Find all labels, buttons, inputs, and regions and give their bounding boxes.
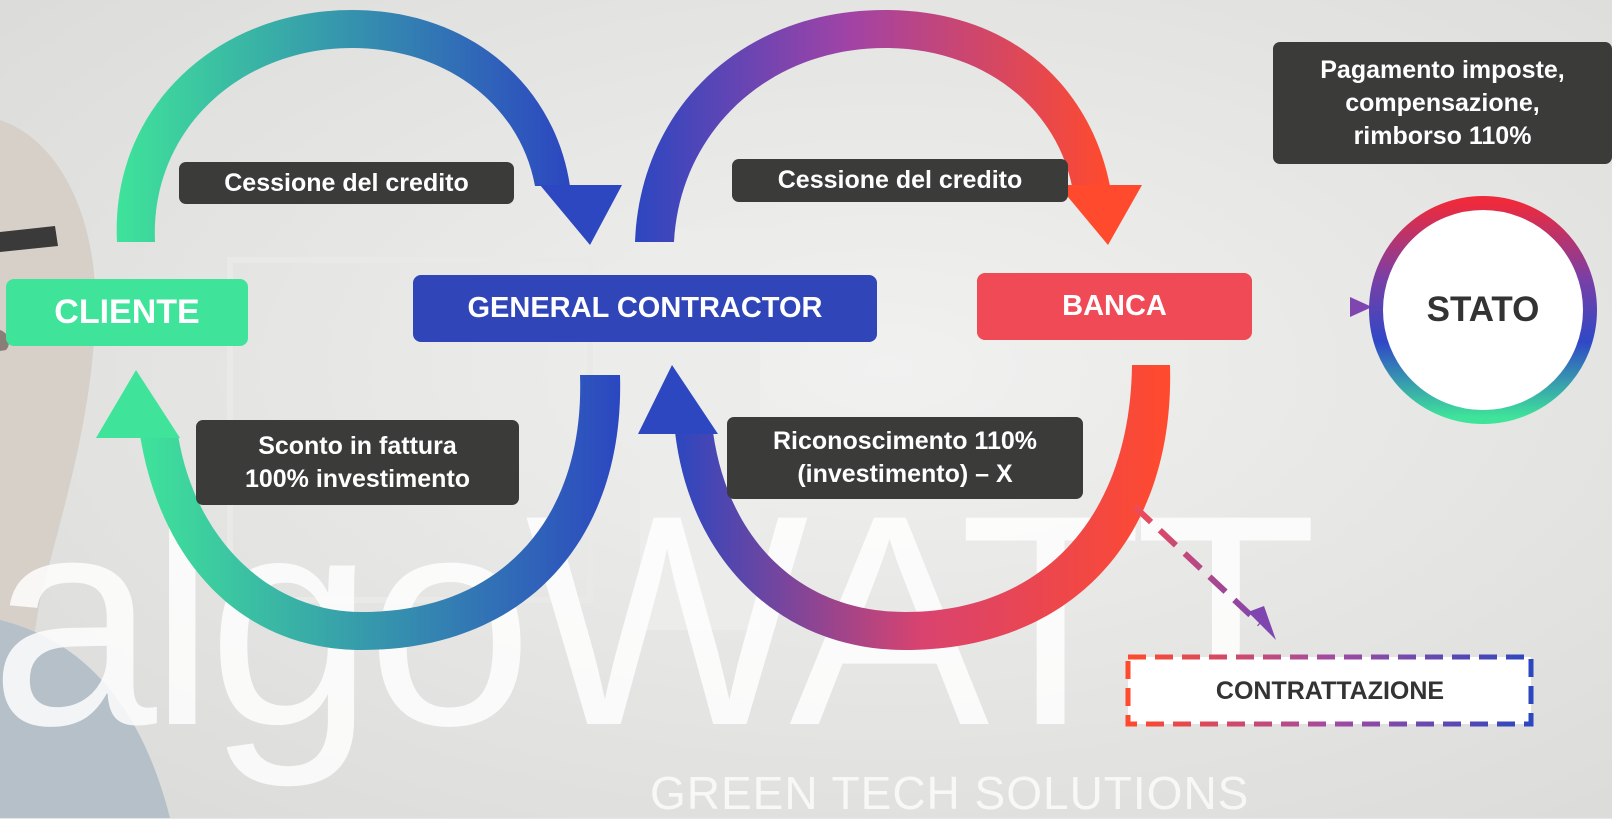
label-cessione-top-right: Cessione del credito bbox=[732, 159, 1068, 202]
arrowhead-gc-bottom bbox=[638, 365, 718, 434]
contrattazione-box-outline bbox=[1125, 654, 1534, 727]
stato-ring bbox=[1369, 196, 1597, 424]
arrowhead-banca-top bbox=[1058, 185, 1142, 245]
arrow-gc-to-cliente bbox=[140, 375, 621, 650]
arrowhead-gc-top bbox=[540, 185, 622, 245]
watermark-tagline: GREEN TECH SOLUTIONS bbox=[650, 767, 1250, 819]
arrowhead-contrattazione bbox=[1248, 606, 1276, 640]
node-stato: STATO bbox=[1426, 290, 1540, 329]
label-riconoscimento: Riconoscimento 110% (investimento) – X bbox=[727, 417, 1083, 499]
arrow-cliente-to-gc bbox=[116, 10, 570, 242]
node-banca: BANCA bbox=[977, 273, 1252, 340]
label-sconto: Sconto in fattura 100% investimento bbox=[196, 420, 519, 505]
arrowhead-cliente-bottom bbox=[96, 370, 180, 438]
arrow-banca-to-gc bbox=[675, 365, 1171, 650]
arrowhead-stato bbox=[1350, 297, 1372, 317]
arrow-gc-to-banca bbox=[635, 10, 1110, 242]
label-pagamento: Pagamento imposte, compensazione, rimbor… bbox=[1273, 42, 1612, 164]
label-cessione-top-left: Cessione del credito bbox=[179, 162, 514, 204]
node-cliente: CLIENTE bbox=[6, 279, 248, 346]
dashed-banca-to-contrattazione bbox=[1132, 504, 1263, 627]
node-general-contractor: GENERAL CONTRACTOR bbox=[413, 275, 877, 342]
node-contrattazione: CONTRATTAZIONE bbox=[1215, 676, 1445, 705]
